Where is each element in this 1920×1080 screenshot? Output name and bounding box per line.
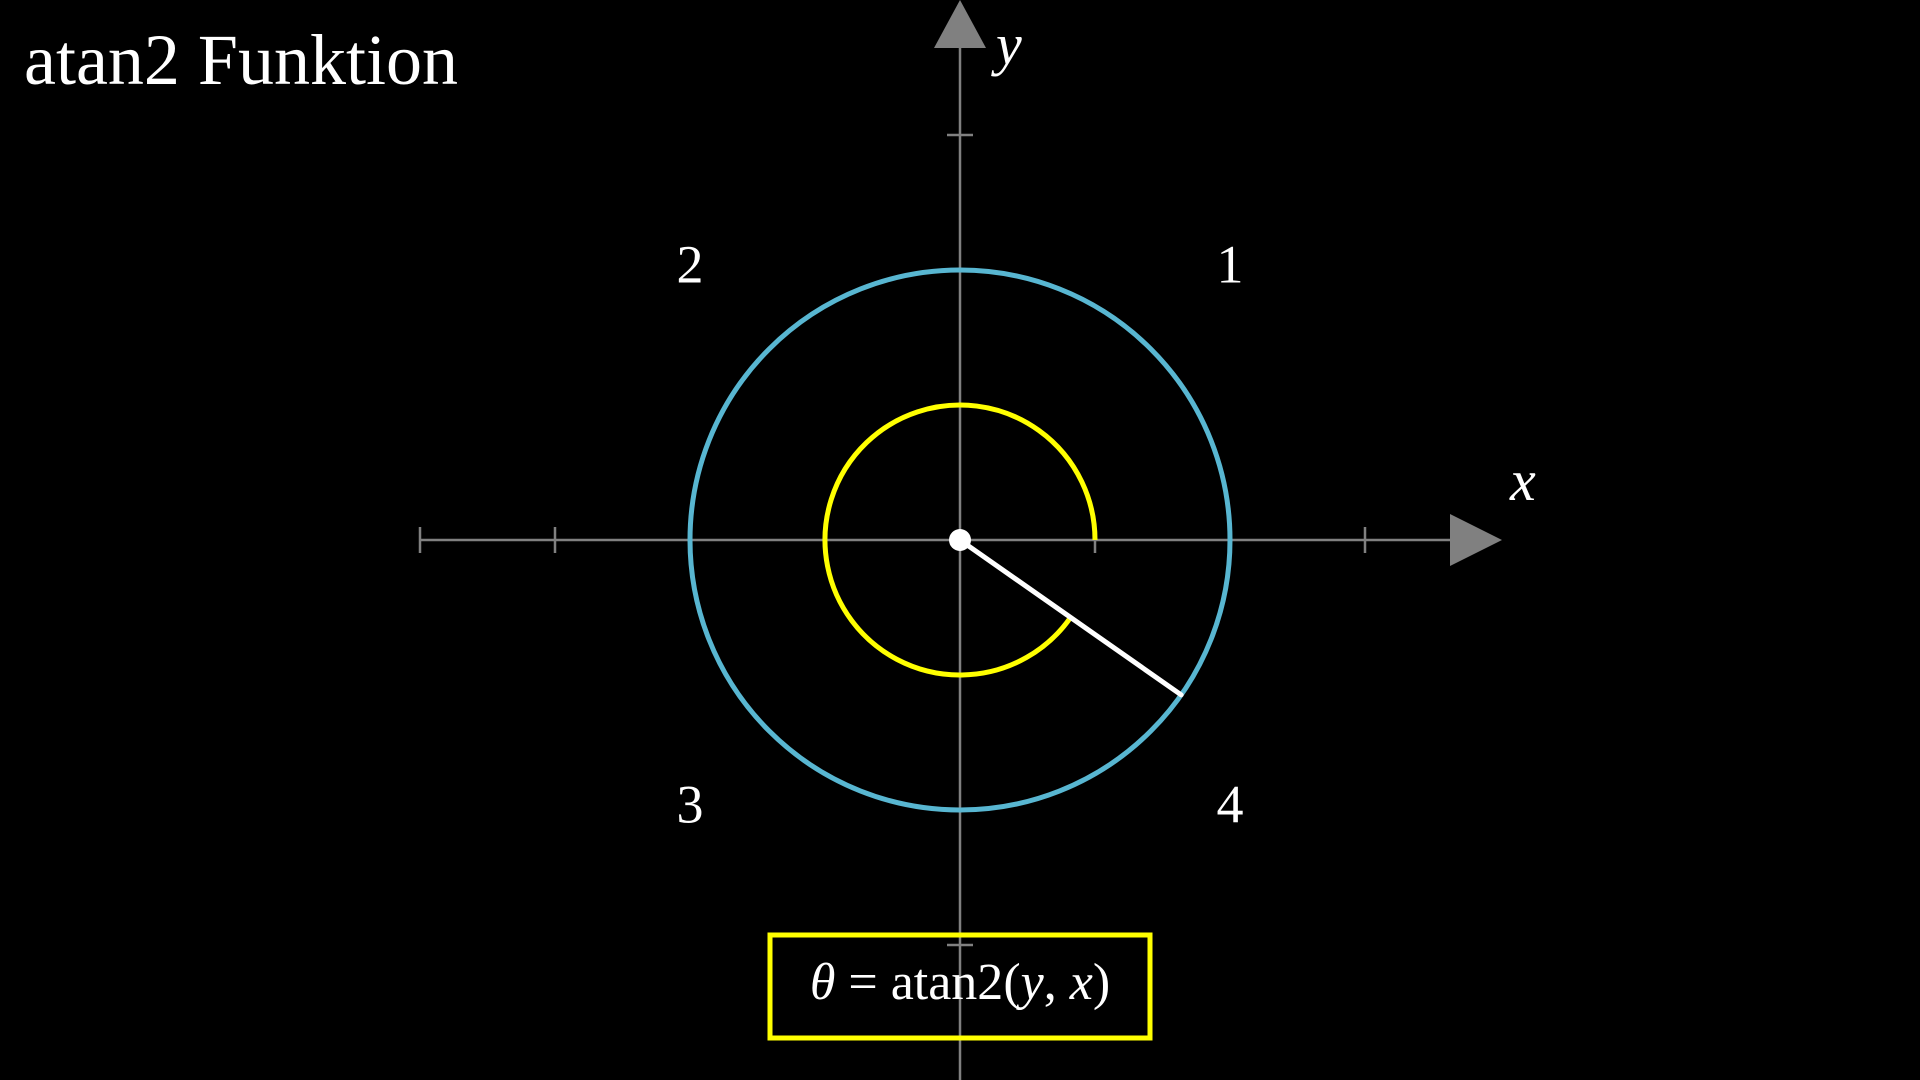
- y-axis-arrowhead: [934, 0, 986, 48]
- x-axis-label: x: [1509, 448, 1536, 513]
- quadrant-labels: 1 2 3 4: [677, 234, 1244, 834]
- origin-dot: [949, 529, 971, 551]
- slide-title: atan2 Funktion: [24, 20, 458, 100]
- formula-y: y: [1016, 954, 1045, 1011]
- radius-vector: [957, 537, 1184, 698]
- formula-box-border: [767, 932, 1153, 1041]
- formula-x: x: [1069, 954, 1093, 1011]
- quadrant-label-3: 3: [677, 774, 704, 834]
- formula-box: θ = atan2(y, x): [767, 932, 1153, 1041]
- quadrant-label-2: 2: [677, 234, 704, 294]
- formula-theta: θ: [810, 954, 836, 1011]
- x-axis-arrowhead: [1450, 514, 1502, 566]
- formula-comma: ,: [1044, 954, 1070, 1011]
- reference-circle: [687, 267, 1233, 813]
- angle-theta-arc: [822, 402, 1098, 678]
- quadrant-label-4: 4: [1217, 774, 1244, 834]
- quadrant-label-1: 1: [1217, 234, 1244, 294]
- formula-function: atan2: [891, 954, 1004, 1011]
- formula-equals: =: [835, 954, 890, 1011]
- formula-open-paren: (: [1003, 954, 1020, 1011]
- formula-close-paren: ): [1093, 954, 1110, 1011]
- y-axis-label: y: [991, 12, 1022, 77]
- formula-text: θ = atan2(y, x): [810, 954, 1110, 1011]
